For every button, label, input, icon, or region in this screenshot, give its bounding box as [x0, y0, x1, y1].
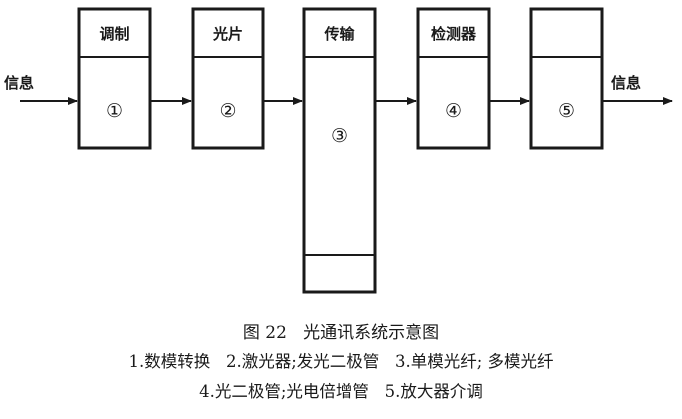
input-label: 信息 [4, 74, 34, 92]
block-3-number: ③ [331, 125, 348, 147]
block-2-number: ② [219, 100, 236, 122]
optical-communication-diagram: 信息 调制 ① 光片 ② 传输 ③ 检测器 ④ ⑤ 信息 [4, 7, 673, 294]
output-label: 信息 [611, 74, 641, 92]
block-1-number: ① [106, 100, 123, 122]
legend-line-1: 1.数模转换 2.激光器;发光二极管 3.单模光纤; 多模光纤 [128, 352, 554, 371]
block-5-number: ⑤ [558, 100, 575, 122]
block-1-modulation: 调制 ① [77, 7, 152, 150]
block-3-header: 传输 [323, 25, 355, 43]
block-5-amplifier: ⑤ [529, 7, 604, 150]
block-4-header: 检测器 [431, 25, 477, 43]
block-2-optical-source: 光片 ② [191, 7, 265, 150]
block-2-header: 光片 [212, 25, 243, 43]
block-4-number: ④ [445, 100, 462, 122]
figure-caption: 图 22 光通讯系统示意图 [242, 323, 440, 343]
legend-line-2: 4.光二极管;光电倍增管 5.放大器介调 [199, 382, 483, 401]
block-4-detector: 检测器 ④ [416, 7, 491, 150]
block-1-header: 调制 [99, 25, 129, 43]
block-3-transmission: 传输 ③ [302, 7, 377, 294]
